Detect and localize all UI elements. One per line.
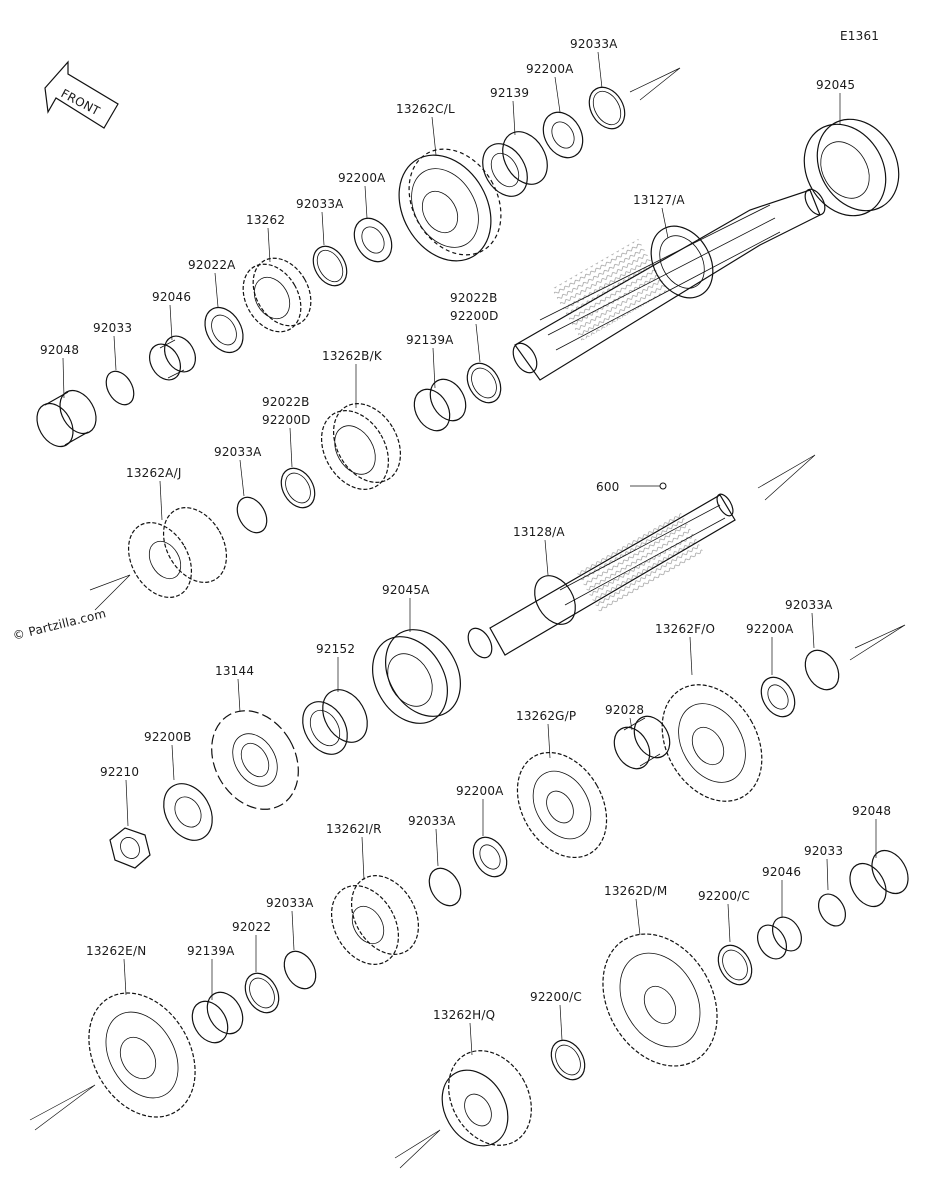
label-92022B-2: 92022B (262, 395, 310, 409)
label-92033-2: 92033 (804, 844, 843, 858)
shaft-13127 (512, 188, 826, 381)
circlip-92033A-6 (283, 950, 317, 990)
washer-92200B (163, 783, 213, 841)
label-92048: 92048 (40, 343, 79, 357)
label-92033: 92033 (93, 321, 132, 335)
circlip-92033A-2 (312, 245, 348, 287)
washer-92200A-2 (353, 217, 393, 263)
gear-13262CL (398, 148, 502, 262)
label-13128A: 13128/A (513, 525, 565, 539)
circlip-92033A-top (588, 86, 626, 130)
nut-92210 (109, 827, 151, 869)
label-92022A: 92022A (188, 258, 236, 272)
label-92046: 92046 (152, 290, 191, 304)
label-92200D: 92200D (450, 309, 499, 323)
label-13262GP: 13262G/P (516, 709, 576, 723)
label-13262AJ: 13262A/J (126, 466, 182, 480)
label-92033A-2: 92033A (296, 197, 344, 211)
label-13262HQ: 13262H/Q (433, 1008, 495, 1022)
label-92045A: 92045A (382, 583, 430, 597)
label-92033A-5: 92033A (408, 814, 456, 828)
label-92139A-2: 92139A (187, 944, 235, 958)
label-92200D-2: 92200D (262, 413, 311, 427)
gear-13262EN (88, 992, 196, 1118)
label-92033A-4: 92033A (785, 598, 833, 612)
label-92033A-top: 92033A (570, 37, 618, 51)
circlip-92033 (105, 370, 135, 406)
circlip-92033-2 (817, 893, 847, 927)
label-92033A-6: 92033A (266, 896, 314, 910)
label-13262DM: 13262D/M (604, 884, 667, 898)
watermark: © Partzilla.com (11, 606, 107, 643)
gear-13262FO (661, 684, 763, 802)
label-92046-2: 92046 (762, 865, 801, 879)
washer-92022 (244, 972, 280, 1014)
label-13262: 13262 (246, 213, 285, 227)
gear-13262HQ (441, 1050, 532, 1147)
label-92200C: 92200/C (698, 889, 750, 903)
gear-13262DM (602, 933, 718, 1067)
washer-92022B-92200D-upper (466, 362, 502, 404)
needle-bearing-92028 (613, 715, 671, 770)
label-13127A: 13127/A (633, 193, 685, 207)
needle-bearing-92139 (482, 131, 548, 197)
gear-13262BK (320, 403, 402, 490)
washer-92200A-top (542, 111, 584, 159)
needle-bearing-92046-2 (756, 916, 803, 960)
gear-13262IR (330, 875, 420, 965)
front-arrow-icon: FRONT (44, 60, 119, 129)
label-13262CL: 13262C/L (396, 102, 455, 116)
washer-92200C (717, 944, 753, 986)
label-92200A-3: 92200A (746, 622, 794, 636)
label-92152: 92152 (316, 642, 355, 656)
washer-92022A (204, 306, 244, 354)
label-92022B: 92022B (450, 291, 498, 305)
gear-13262 (242, 257, 312, 333)
label-92139A: 92139A (406, 333, 454, 347)
circlip-92033A-3 (236, 496, 268, 534)
label-92200A-2: 92200A (338, 171, 386, 185)
bushing-92048 (36, 389, 97, 448)
label-92200A-4: 92200A (456, 784, 504, 798)
needle-bearing-92046 (148, 335, 197, 381)
label-92033A-3: 92033A (214, 445, 262, 459)
bushing-92048-2 (849, 849, 909, 908)
collar-92152 (302, 689, 368, 755)
washer-92200A-3 (760, 676, 796, 718)
bearing-92045 (803, 118, 900, 217)
bushing-92139A-2 (191, 991, 244, 1044)
label-13144: 13144 (215, 664, 254, 678)
label-92210: 92210 (100, 765, 139, 779)
washer-92200C-2 (550, 1039, 586, 1081)
circlip-92033A-5 (428, 867, 462, 907)
label-13262BK: 13262B/K (322, 349, 383, 363)
label-92200A-top: 92200A (526, 62, 574, 76)
label-600: 600 (596, 480, 620, 494)
callouts: 92033A 92200A 92139 13262C/L 92045 92200… (40, 37, 891, 1056)
label-13262FO: 13262F/O (655, 622, 715, 636)
label-92045: 92045 (816, 78, 855, 92)
shaft-13128 (467, 493, 736, 659)
washer-92200A-4 (472, 836, 508, 878)
label-13262IR: 13262I/R (326, 822, 382, 836)
label-92200C-2: 92200/C (530, 990, 582, 1004)
gear-13262AJ (127, 507, 228, 598)
label-92139: 92139 (490, 86, 529, 100)
bearing-92045A (372, 629, 461, 724)
dot-600 (630, 482, 667, 490)
label-92022: 92022 (232, 920, 271, 934)
label-92200B: 92200B (144, 730, 192, 744)
label-92048-2: 92048 (852, 804, 891, 818)
gear-13262GP (516, 751, 608, 859)
washer-92022B-92200D-lower (280, 467, 316, 509)
label-13262EN: 13262E/N (86, 944, 146, 958)
label-92028: 92028 (605, 703, 644, 717)
sprocket-13144 (211, 710, 299, 810)
diagram-code: E1361 (840, 29, 879, 43)
bushing-92139A (413, 378, 467, 432)
circlip-92033A-4 (804, 649, 840, 691)
